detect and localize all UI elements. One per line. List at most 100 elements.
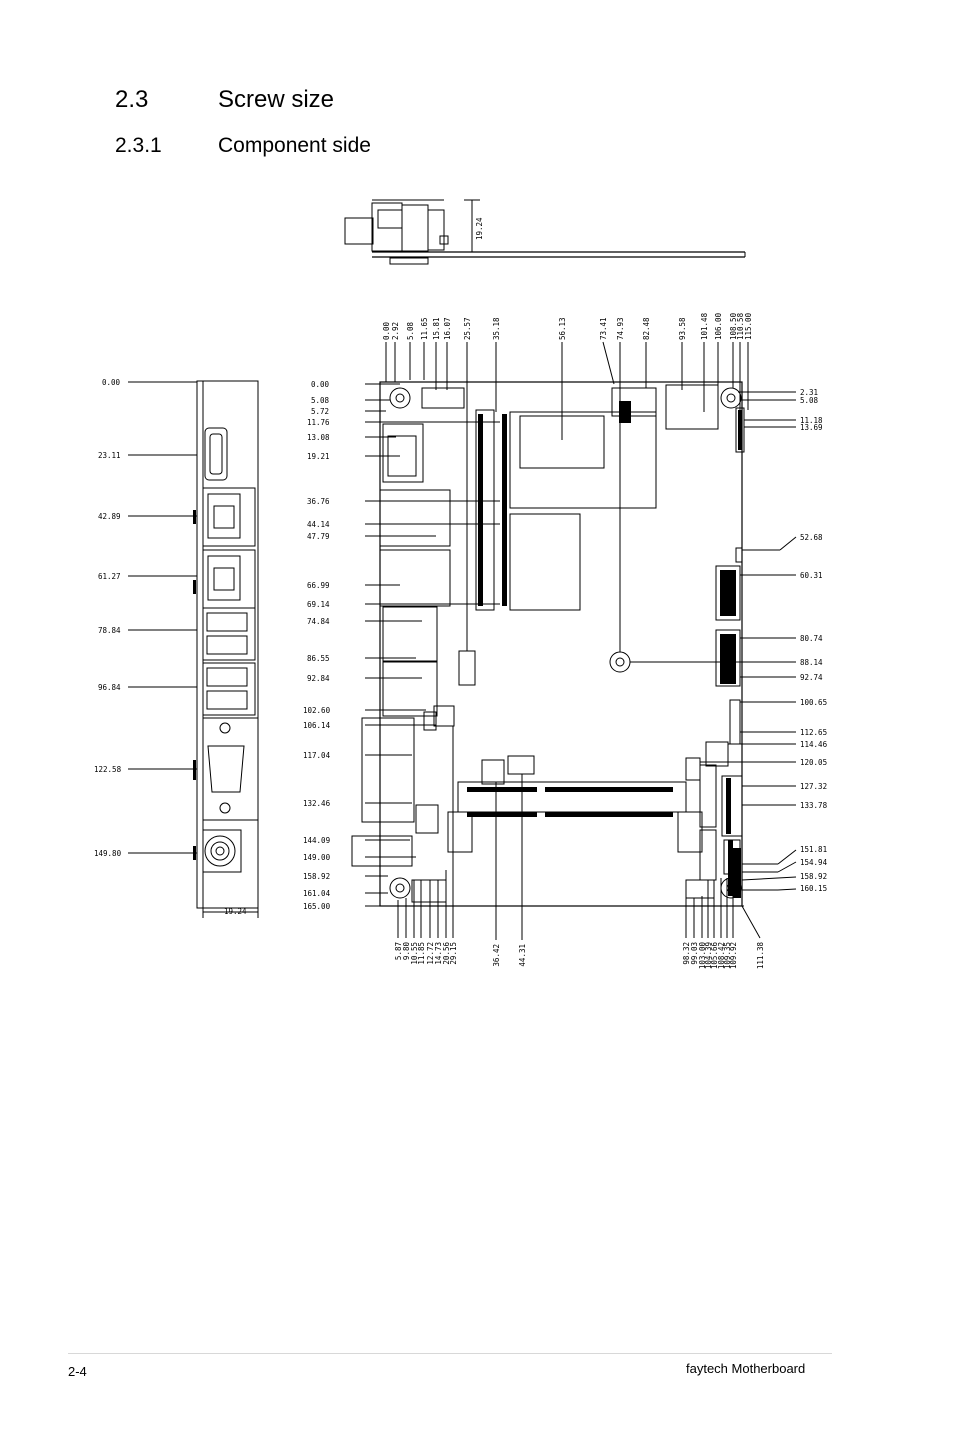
- left-view: [196, 380, 259, 918]
- board-top-label: 93.58: [678, 317, 687, 340]
- board-left-label: 102.60: [303, 706, 331, 715]
- board-left-label: 86.55: [307, 654, 330, 663]
- board-left-label: 11.76: [307, 418, 330, 427]
- board-left-label: 117.04: [303, 751, 331, 760]
- board-top-label: 82.48: [642, 317, 651, 340]
- board-left-label: 144.09: [303, 836, 330, 845]
- left-view-labels: 0.00 23.11 42.89 61.27 78.84 96.84 122.5…: [94, 378, 247, 916]
- footer-divider: [68, 1353, 832, 1354]
- board-right-leaders: [630, 391, 797, 891]
- board-right-label: 11.18: [800, 416, 823, 425]
- board-right-label: 100.65: [800, 698, 827, 707]
- board-left-label: 132.46: [303, 799, 331, 808]
- board-top-label: 115.00: [744, 312, 753, 340]
- board-left-label: 165.00: [303, 902, 331, 911]
- board-top-view: [351, 381, 745, 907]
- board-right-label: 127.32: [800, 782, 827, 791]
- board-bottom-label: 104.39: [704, 942, 713, 969]
- board-right-label: 80.74: [800, 634, 823, 643]
- board-left-label: 44.14: [307, 520, 330, 529]
- board-left-label: 5.72: [311, 407, 329, 416]
- board-bottom-label: 103.00: [698, 942, 707, 970]
- section-number: 2.3: [115, 86, 149, 113]
- page-number: 2-4: [68, 1364, 87, 1379]
- left-view-label: 96.84: [98, 683, 121, 692]
- left-view-leaders: [128, 381, 197, 854]
- board-right-label: 52.68: [800, 533, 823, 542]
- subsection-number: 2.3.1: [115, 134, 162, 157]
- board-right-label: 120.05: [800, 758, 827, 767]
- board-bottom-label: 98.32: [682, 942, 691, 965]
- board-top-label: 108.50: [729, 312, 738, 340]
- board-top-label: 2.92: [391, 322, 400, 340]
- board-left-label: 0.00: [311, 380, 330, 389]
- board-left-label: 149.00: [303, 853, 331, 862]
- board-top-label: 35.18: [492, 317, 501, 340]
- board-top-label: 101.48: [700, 312, 709, 340]
- section-title: Screw size: [218, 86, 335, 113]
- left-view-label: 42.89: [98, 512, 121, 521]
- left-view-width-label: 19.24: [224, 907, 247, 916]
- board-bottom-label: 99.03: [690, 942, 699, 965]
- board-right-labels: 2.31 5.08 11.18 13.69 52.68 60.31 80.74 …: [800, 388, 828, 893]
- board-right-label: 154.94: [800, 858, 828, 867]
- left-view-label: 0.00: [102, 378, 121, 387]
- board-top-label: 16.07: [443, 317, 452, 340]
- footer-title: faytech Motherboard: [686, 1361, 806, 1376]
- board-left-label: 47.79: [307, 532, 330, 541]
- board-top-label: 25.57: [463, 317, 472, 340]
- board-right-label: 88.14: [800, 658, 823, 667]
- left-view-label: 61.27: [98, 572, 121, 581]
- board-bottom-label: 11.85: [417, 942, 426, 965]
- board-right-label: 60.31: [800, 571, 823, 580]
- board-left-leaders: [365, 383, 744, 907]
- board-right-label: 112.65: [800, 728, 827, 737]
- side-view-height-label: 19.24: [475, 217, 484, 240]
- board-bottom-label: 109.92: [729, 942, 738, 969]
- side-view: [344, 199, 746, 265]
- board-left-label: 5.08: [311, 396, 330, 405]
- board-right-label: 151.81: [800, 845, 827, 854]
- left-view-label: 78.84: [98, 626, 121, 635]
- left-view-label: 149.80: [94, 849, 122, 858]
- board-left-label: 74.84: [307, 617, 330, 626]
- board-left-label: 158.92: [303, 872, 330, 881]
- board-dark-components: [193, 401, 742, 898]
- board-top-label: 15.81: [432, 317, 441, 340]
- board-top-label: 110.58: [736, 312, 745, 340]
- board-left-label: 19.21: [307, 452, 330, 461]
- board-left-label: 106.14: [303, 721, 331, 730]
- board-top-label: 56.13: [558, 317, 567, 340]
- board-bottom-label: 29.15: [449, 942, 458, 965]
- board-right-label: 5.08: [800, 396, 819, 405]
- board-top-labels: 0.00 2.92 5.08 11.65 15.81 16.07 25.57 3…: [382, 312, 753, 340]
- board-bottom-label: 5.87: [394, 942, 403, 960]
- board-bottom-label: 105.66: [710, 942, 719, 970]
- board-top-leaders: [385, 341, 749, 652]
- board-top-label: 74.93: [616, 317, 625, 340]
- board-right-label: 160.15: [800, 884, 827, 893]
- board-left-label: 161.04: [303, 889, 331, 898]
- board-bottom-label: 10.55: [410, 942, 419, 965]
- board-left-label: 69.14: [307, 600, 330, 609]
- board-top-label: 106.00: [714, 312, 723, 340]
- left-view-label: 23.11: [98, 451, 121, 460]
- board-right-label: 2.31: [800, 388, 818, 397]
- board-right-label: 114.46: [800, 740, 828, 749]
- board-bottom-label: 9.80: [402, 942, 411, 961]
- board-right-label: 13.69: [800, 423, 823, 432]
- subsection-title: Component side: [218, 134, 371, 157]
- board-bottom-label: 36.42: [492, 944, 501, 967]
- board-top-label: 5.08: [406, 321, 415, 340]
- board-left-labels: 0.00 5.08 5.72 11.76 13.08 19.21 36.76 4…: [303, 380, 331, 911]
- board-bottom-label: 20.56: [442, 942, 451, 965]
- board-bottom-label: 12.72: [426, 942, 435, 965]
- board-bottom-label: 44.31: [518, 944, 527, 967]
- board-bottom-label: 111.38: [756, 942, 765, 970]
- board-top-label: 0.00: [382, 321, 391, 340]
- left-view-label: 122.58: [94, 765, 122, 774]
- board-left-label: 13.08: [307, 433, 330, 442]
- board-bottom-label: 109.35: [723, 942, 732, 969]
- board-left-label: 66.99: [307, 581, 330, 590]
